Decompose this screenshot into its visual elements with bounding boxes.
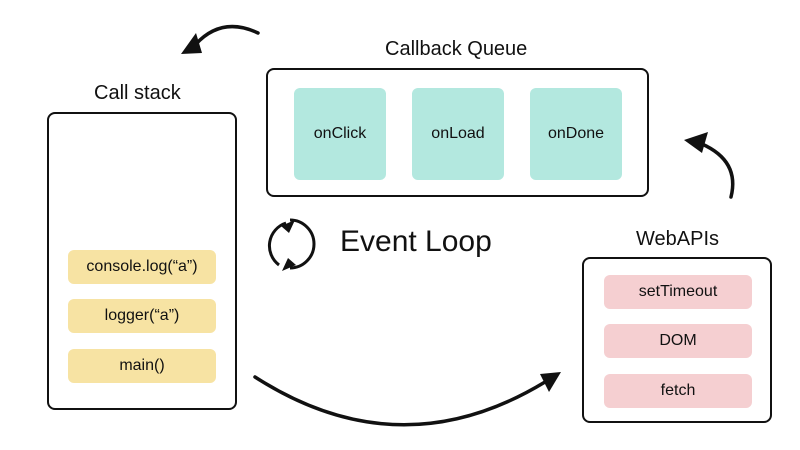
web-api-item: DOM — [604, 324, 752, 358]
web-api-item: setTimeout — [604, 275, 752, 309]
curved-arrow-icon — [253, 372, 561, 427]
call-stack-box: console.log(“a”) logger(“a”) main() — [47, 112, 237, 410]
event-loop-label: Event Loop — [340, 225, 492, 258]
stack-frame: main() — [68, 349, 216, 383]
queue-item: onLoad — [412, 88, 504, 180]
callback-queue-box: onClick onLoad onDone — [266, 68, 649, 197]
callback-queue-title: Callback Queue — [385, 38, 528, 60]
web-apis-box: setTimeout DOM fetch — [582, 257, 772, 423]
stack-frame: logger(“a”) — [68, 299, 216, 333]
web-api-item: fetch — [604, 374, 752, 408]
web-apis-title: WebAPIs — [636, 228, 719, 250]
stack-frame: console.log(“a”) — [68, 250, 216, 284]
call-stack-title: Call stack — [94, 82, 181, 104]
curved-arrow-icon — [684, 132, 735, 199]
cycle-icon — [268, 218, 316, 271]
queue-item: onDone — [530, 88, 622, 180]
queue-item: onClick — [294, 88, 386, 180]
curved-arrow-icon — [181, 24, 260, 54]
